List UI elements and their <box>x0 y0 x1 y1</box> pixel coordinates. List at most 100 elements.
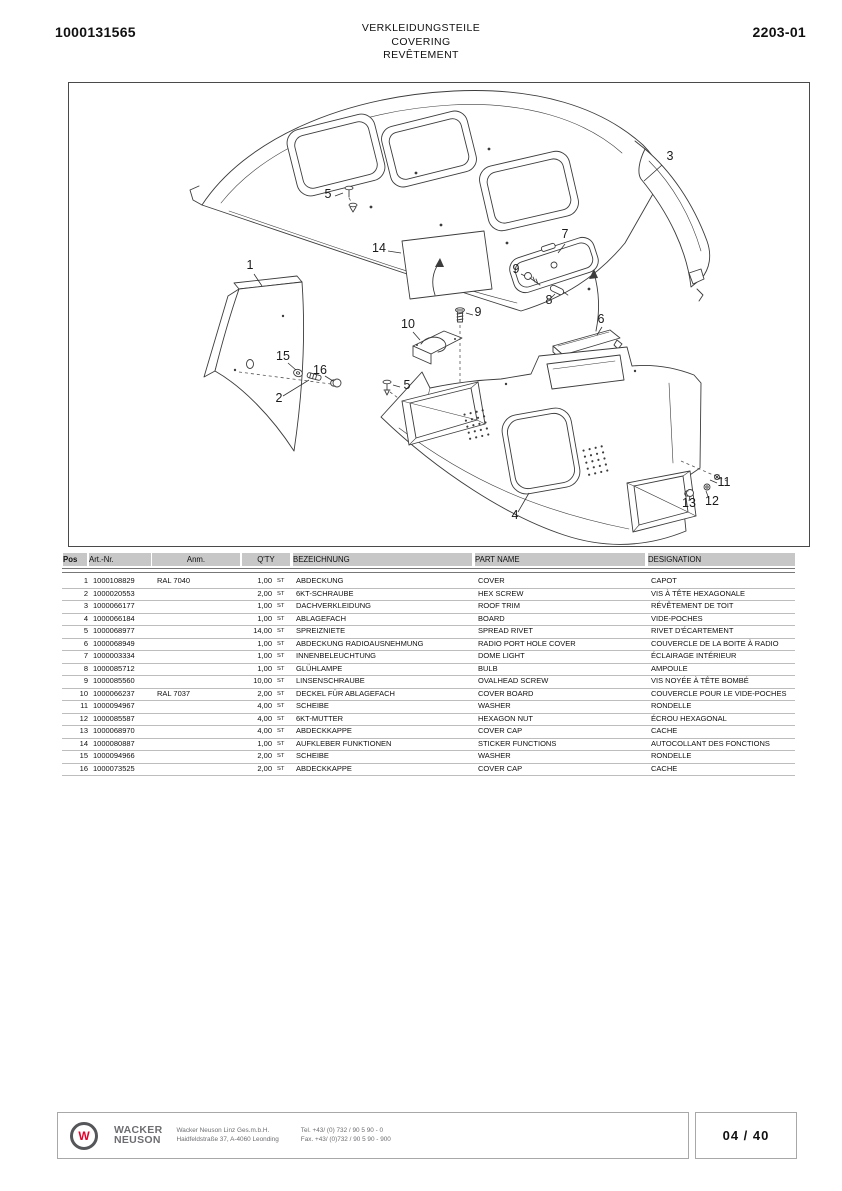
cell-qty: 1,00 <box>257 613 272 623</box>
cell-bezeichnung: SCHEIBE <box>296 701 329 710</box>
cell-qty: 1,00 <box>257 663 272 673</box>
cell-pos: 14 <box>79 738 88 748</box>
cell-part-name: COVER <box>478 576 505 585</box>
roof-side-strip-drawing <box>634 140 711 302</box>
phone-number: Tel. +43/ (0) 732 / 90 5 90 - 0 <box>300 1127 384 1134</box>
table-row: 2 1000020553 2,00 ST 6KT-SCHRAUBE HEX SC… <box>62 588 795 601</box>
cell-part-name: WASHER <box>478 751 511 760</box>
callout-label-7: 7 <box>562 227 569 241</box>
cell-anm: RAL 7040 <box>157 576 191 585</box>
cell-part-name: ROOF TRIM <box>478 601 520 610</box>
fax-number: Fax. +43/ (0)732 / 90 5 90 - 900 <box>300 1135 391 1143</box>
callout-leader-line <box>557 243 566 254</box>
cell-bezeichnung: LINSENSCHRAUBE <box>296 676 365 685</box>
cell-designation: CAPOT <box>651 576 677 585</box>
cell-part-name: STICKER FUNCTIONS <box>478 738 557 748</box>
cell-part-name: HEX SCREW <box>478 588 524 598</box>
spread-rivet-top-drawing <box>344 185 358 213</box>
table-row: 5 1000068977 14,00 ST SPREIZNIETE SPREAD… <box>62 626 795 639</box>
table-row: 12 1000085587 4,00 ST 6KT-MUTTER HEXAGON… <box>62 713 795 726</box>
sticker-drawing <box>401 230 493 300</box>
cell-designation: VIDE-POCHES <box>651 613 703 623</box>
title-french: REVÊTEMENT <box>383 49 459 61</box>
cell-pos: 10 <box>79 688 88 698</box>
footer-company-box: W WACKER NEUSON Wacker Neuson Linz Ges.m… <box>57 1112 689 1159</box>
callout-leader-line <box>643 164 663 182</box>
cell-pos: 4 <box>83 613 88 623</box>
callout-label-15: 15 <box>276 349 290 363</box>
cell-unit: ST <box>277 578 285 584</box>
cell-bezeichnung: ABDECKKAPPE <box>296 763 352 773</box>
cell-art-nr: 1000073525 <box>93 763 135 773</box>
cell-qty: 2,00 <box>257 763 272 773</box>
cell-part-name: COVER BOARD <box>478 688 534 698</box>
cell-designation: VIS À TÊTE HEXAGONALE <box>651 588 746 598</box>
cell-part-name: WASHER <box>478 701 511 710</box>
cell-bezeichnung: DACHVERKLEIDUNG <box>296 601 372 610</box>
cell-bezeichnung: ABLAGEFACH <box>296 613 347 623</box>
company-address: Wacker Neuson Linz Ges.m.b.H. Haidfeldst… <box>176 1127 278 1144</box>
cell-designation: RONDELLE <box>651 751 692 760</box>
cell-pos: 11 <box>80 701 88 710</box>
table-row: 10 1000066237 RAL 7037 2,00 ST DECKEL FÜ… <box>62 688 795 701</box>
callout-leader-line <box>517 492 530 513</box>
cell-art-nr: 1000068977 <box>93 626 135 635</box>
callout-leader-line <box>705 490 710 500</box>
cell-unit: ST <box>277 728 285 734</box>
callout-leader-line <box>287 362 297 371</box>
cell-designation: ÉCROU HEXAGONAL <box>651 713 727 723</box>
company-street: Haidfeldstraße 37, A-4060 Leonding <box>176 1135 279 1143</box>
page-title: VERKLEIDUNGSTEILE COVERING REVÊTEMENT <box>0 22 842 63</box>
callout-leader-line <box>596 326 603 336</box>
logo-letter: W <box>78 1128 90 1143</box>
cell-art-nr: 1000108829 <box>93 576 135 585</box>
column-header-designation: DESIGNATION <box>648 553 795 566</box>
cell-art-nr: 1000094966 <box>93 751 135 760</box>
cell-unit: ST <box>277 678 285 684</box>
column-header-qty: Q'TY <box>242 553 290 566</box>
column-header-anm: Anm. <box>152 553 240 566</box>
bulb-drawing <box>549 284 569 296</box>
table-row: 8 1000085712 1,00 ST GLÜHLAMPE BULB AMPO… <box>62 663 795 676</box>
cell-unit: ST <box>277 753 285 759</box>
cell-pos: 3 <box>83 601 88 610</box>
title-english: COVERING <box>391 35 451 48</box>
callout-leader-line <box>688 495 691 502</box>
cell-designation: CACHE <box>651 726 678 735</box>
cell-unit: ST <box>277 615 285 622</box>
brand-line-2: NEUSON <box>114 1133 161 1146</box>
callout-leader-line <box>253 273 263 287</box>
cell-part-name: RADIO PORT HOLE COVER <box>478 638 576 648</box>
callout-leader-line <box>387 250 402 254</box>
brand-line-1: WACKER <box>114 1124 163 1136</box>
table-row: 4 1000066184 1,00 ST ABLAGEFACH BOARD VI… <box>62 613 795 626</box>
cell-art-nr: 1000068949 <box>93 638 135 648</box>
cell-art-nr: 1000066177 <box>93 601 135 610</box>
cell-unit: ST <box>277 740 285 747</box>
callout-leader-line <box>709 479 718 484</box>
cell-bezeichnung: AUFKLEBER FUNKTIONEN <box>296 738 392 748</box>
cap-16-drawing <box>330 378 342 388</box>
cell-qty: 1,00 <box>257 738 272 748</box>
cell-bezeichnung: ABDECKKAPPE <box>296 726 352 735</box>
side-cover-panel-drawing <box>203 275 332 452</box>
cell-qty: 1,00 <box>257 601 272 610</box>
wacker-neuson-logo-icon: W <box>70 1121 98 1150</box>
column-header-art-nr: Art.-Nr. <box>89 553 151 566</box>
cell-qty: 2,00 <box>257 688 272 698</box>
cell-part-name: BOARD <box>478 613 505 623</box>
table-row: 7 1000003334 1,00 ST INNENBELEUCHTUNG DO… <box>62 651 795 664</box>
cell-art-nr: 1000020553 <box>93 588 135 598</box>
table-header-rule <box>62 568 795 573</box>
cell-unit: ST <box>277 703 285 709</box>
callout-label-5: 5 <box>325 187 332 201</box>
callout-leader-line <box>334 192 344 197</box>
cell-bezeichnung: DECKEL FÜR ABLAGEFACH <box>296 688 395 698</box>
cell-part-name: SPREAD RIVET <box>478 626 534 635</box>
cell-unit: ST <box>277 690 285 697</box>
cell-art-nr: 1000085560 <box>93 676 135 685</box>
speaker-grid-right <box>582 445 609 476</box>
callout-label-2: 2 <box>276 391 283 405</box>
table-row: 6 1000068949 1,00 ST ABDECKUNG RADIOAUSN… <box>62 638 795 651</box>
